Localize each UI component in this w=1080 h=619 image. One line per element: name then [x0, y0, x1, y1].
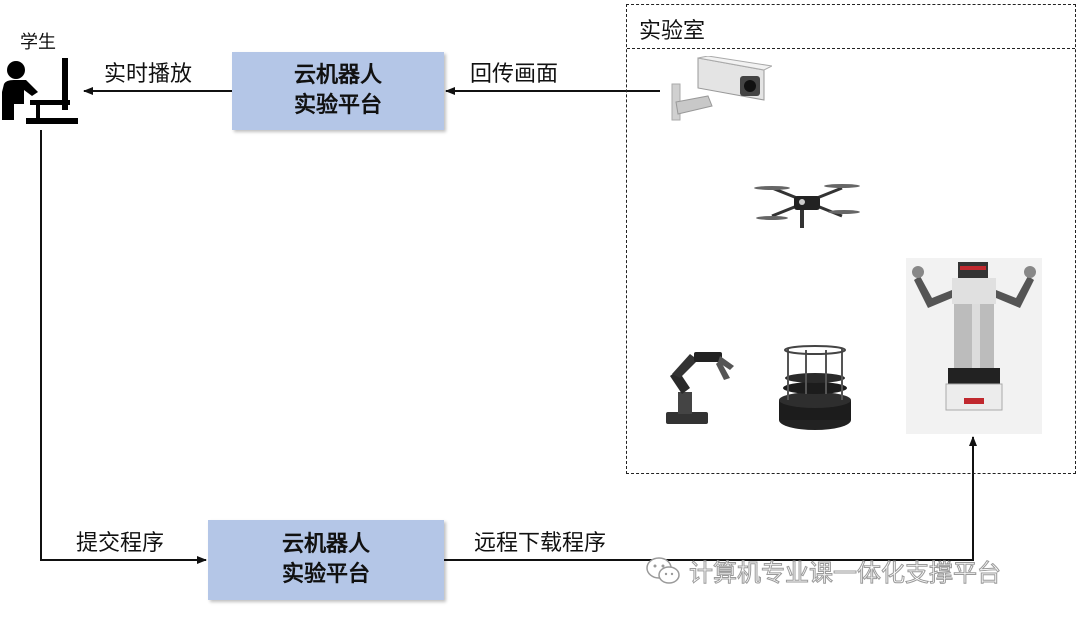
platform-top-line1: 云机器人 — [293, 63, 382, 88]
cloud-robot-platform-top: 云机器人 实验平台 — [232, 52, 444, 130]
drone-icon — [754, 184, 860, 228]
label-remote-download: 远程下载程序 — [474, 531, 607, 556]
camera-icon — [671, 56, 772, 121]
laboratory-header: 实验室 — [627, 5, 1075, 49]
label-submit-program: 提交程序 — [76, 531, 165, 556]
turtlebot-icon — [779, 345, 851, 430]
arrow-submit-program — [40, 130, 207, 564]
cloud-robot-platform-bottom: 云机器人 实验平台 — [208, 520, 444, 600]
label-realtime-play: 实时播放 — [104, 62, 193, 87]
robot-arm-icon — [666, 352, 734, 424]
platform-bottom-line1: 云机器人 — [281, 532, 370, 557]
arrow-remote-download — [444, 436, 977, 561]
platform-top-line2: 实验平台 — [293, 93, 382, 118]
student-label: 学生 — [20, 32, 56, 53]
label-return-video: 回传画面 — [470, 62, 559, 87]
laboratory-container: 实验室 — [626, 4, 1076, 474]
humanoid-robot-icon — [906, 258, 1042, 434]
watermark: 计算机专业课一体化支撑平台 — [645, 553, 1002, 588]
wechat-icon — [646, 556, 680, 584]
laboratory-title: 实验室 — [639, 19, 706, 44]
student-computer-icon — [2, 58, 78, 124]
watermark-text: 计算机专业课一体化支撑平台 — [689, 559, 1002, 588]
platform-bottom-line2: 实验平台 — [281, 562, 370, 587]
